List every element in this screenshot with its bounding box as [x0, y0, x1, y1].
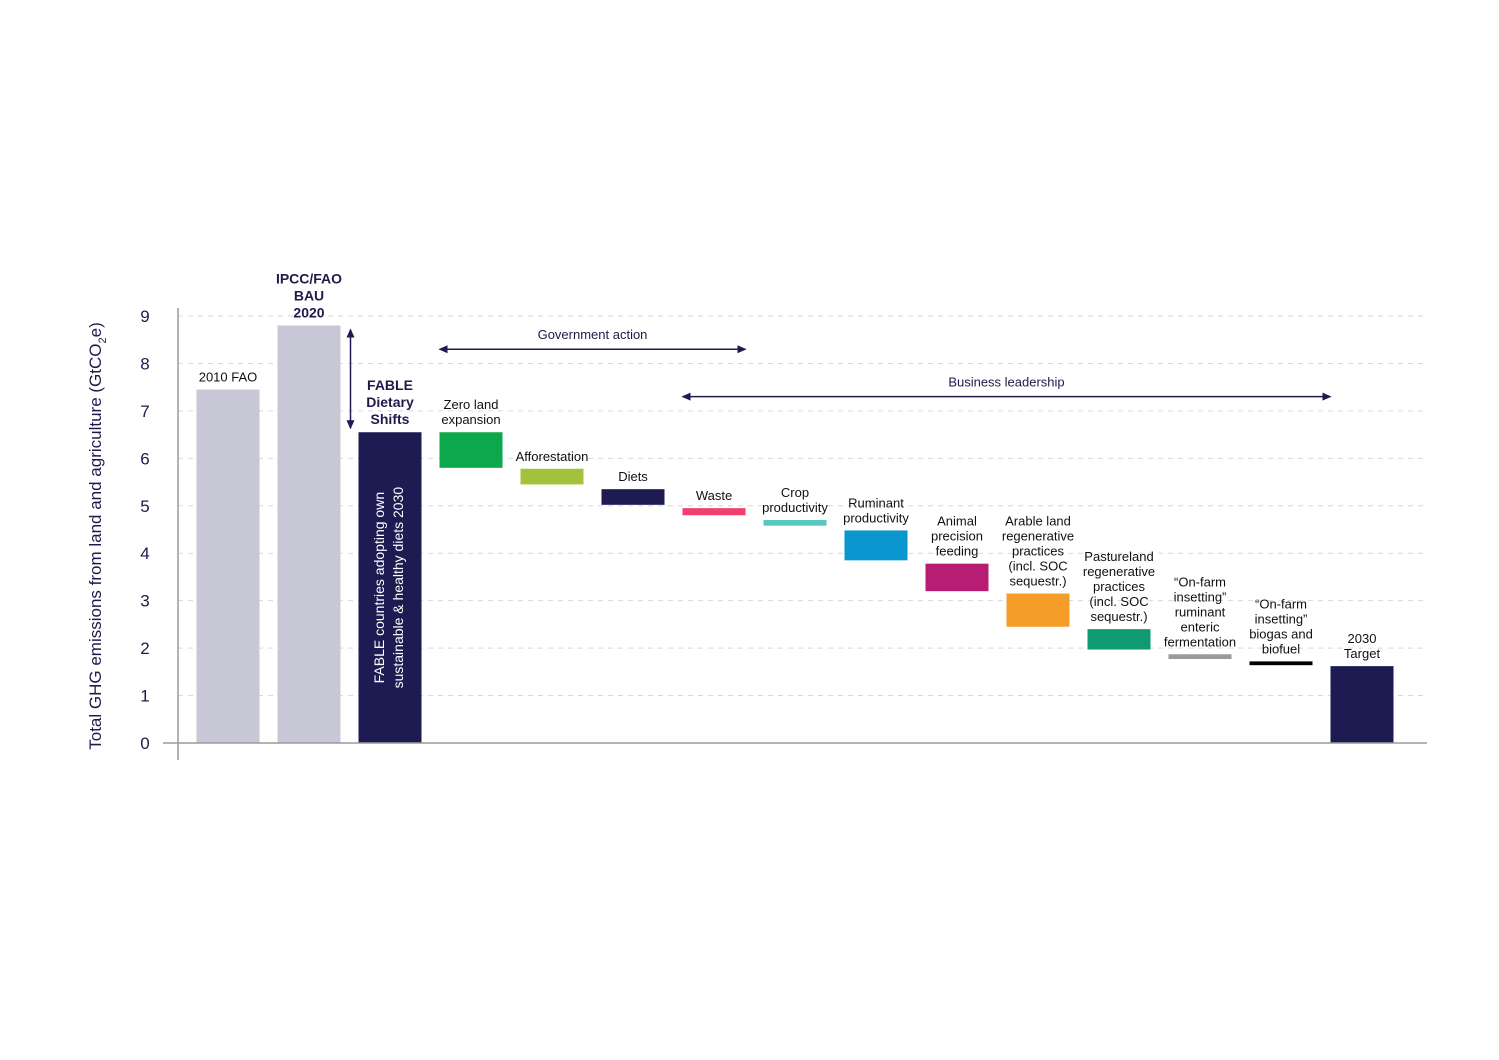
y-tick-label-5: 5 — [140, 497, 149, 516]
y-tick-label-3: 3 — [140, 592, 149, 611]
bar-3 — [439, 432, 503, 468]
y-tick-label-2: 2 — [140, 639, 149, 658]
bar-label-7-0: Crop — [781, 485, 809, 500]
bar-label-10-4: sequestr.) — [1009, 574, 1066, 589]
bar-13 — [1249, 661, 1313, 666]
y-tick-label-0: 0 — [140, 734, 149, 753]
bar-4 — [520, 468, 584, 485]
bar-label-11-4: sequestr.) — [1090, 609, 1147, 624]
bar-label-6-0: Waste — [696, 488, 732, 503]
grid-layer — [178, 315, 1427, 697]
bar-label-11-2: practices — [1093, 579, 1146, 594]
bar-label-12-0: “On-farm — [1174, 574, 1226, 589]
y-tick-label-4: 4 — [140, 544, 149, 563]
bar-label-1-0: IPCC/FAO — [276, 270, 342, 286]
y-axis-label-end: e) — [86, 322, 105, 337]
bar-label-14-0: 2030 — [1348, 631, 1377, 646]
annotation-label-0: Government action — [538, 327, 648, 342]
bar-label-11-3: (incl. SOC — [1089, 594, 1148, 609]
bar-11 — [1087, 629, 1151, 650]
bar-label-12-3: enteric — [1180, 619, 1220, 634]
bar-label-8-0: Ruminant — [848, 495, 904, 510]
bar-9 — [925, 563, 989, 592]
y-tick-label-6: 6 — [140, 449, 149, 468]
bar-inner-text-2-0: FABLE countries adopting own — [371, 492, 387, 683]
bar-label-1-2: 2020 — [293, 304, 324, 320]
bar-5 — [601, 489, 665, 505]
y-tick-label-9: 9 — [140, 307, 149, 326]
bar-label-9-0: Animal — [937, 514, 977, 529]
bar-label-5-0: Diets — [618, 469, 648, 484]
bar-label-11-1: regenerative — [1083, 564, 1155, 579]
bar-12 — [1168, 654, 1232, 660]
bar-label-2-2: Shifts — [371, 411, 410, 427]
bar-label-14-1: Target — [1344, 646, 1381, 661]
bar-label-2-1: Dietary — [366, 394, 414, 410]
bar-label-10-3: (incl. SOC — [1008, 559, 1067, 574]
bar-label-0-0: 2010 FAO — [199, 370, 258, 385]
y-axis-label-main: Total GHG emissions from land and agricu… — [86, 343, 105, 749]
bar-2 — [358, 432, 422, 743]
bar-14 — [1330, 666, 1394, 743]
y-axis-label: Total GHG emissions from land and agricu… — [86, 322, 109, 750]
bar-1 — [277, 325, 341, 743]
bars-layer — [196, 325, 1394, 743]
axis-layer: 0 1 2 3 4 5 6 7 8 9 — [140, 307, 1427, 760]
bar-label-9-2: feeding — [936, 544, 979, 559]
bar-label-8-1: productivity — [843, 510, 909, 525]
bar-10 — [1006, 593, 1070, 627]
bar-label-9-1: precision — [931, 529, 983, 544]
bar-label-13-2: biogas and — [1249, 626, 1313, 641]
bar-6 — [682, 508, 746, 516]
bar-label-13-3: biofuel — [1262, 641, 1300, 656]
bar-label-13-1: insetting” — [1255, 611, 1308, 626]
bar-label-2-0: FABLE — [367, 377, 413, 393]
bar-label-12-2: ruminant — [1175, 604, 1226, 619]
labels-layer: 2010 FAO IPCC/FAOBAU2020FABLEDietaryShift… — [199, 270, 1381, 688]
bar-label-13-0: “On-farm — [1255, 596, 1307, 611]
bar-label-12-4: fermentation — [1164, 634, 1236, 649]
bar-label-10-1: regenerative — [1002, 529, 1074, 544]
y-tick-label-7: 7 — [140, 402, 149, 421]
bar-0 — [196, 389, 260, 743]
y-axis-label-subscript: 2 — [97, 337, 109, 343]
bar-label-11-0: Pastureland — [1084, 549, 1153, 564]
bar-inner-text-2-1: sustainable & healthy diets 2030 — [390, 487, 406, 689]
bar-7 — [763, 520, 827, 526]
bar-label-3-1: expansion — [441, 412, 500, 427]
y-tick-label-8: 8 — [140, 354, 149, 373]
y-tick-label-1: 1 — [140, 687, 149, 706]
bar-label-10-2: practices — [1012, 544, 1065, 559]
bar-label-12-1: insetting” — [1174, 589, 1227, 604]
bar-label-3-0: Zero land — [444, 397, 499, 412]
bar-label-10-0: Arable land — [1005, 514, 1071, 529]
bar-label-1-1: BAU — [294, 287, 324, 303]
bar-label-7-1: productivity — [762, 500, 828, 515]
bar-label-4-0: Afforestation — [516, 449, 589, 464]
bar-8 — [844, 530, 908, 561]
annotation-label-1: Business leadership — [948, 375, 1064, 390]
